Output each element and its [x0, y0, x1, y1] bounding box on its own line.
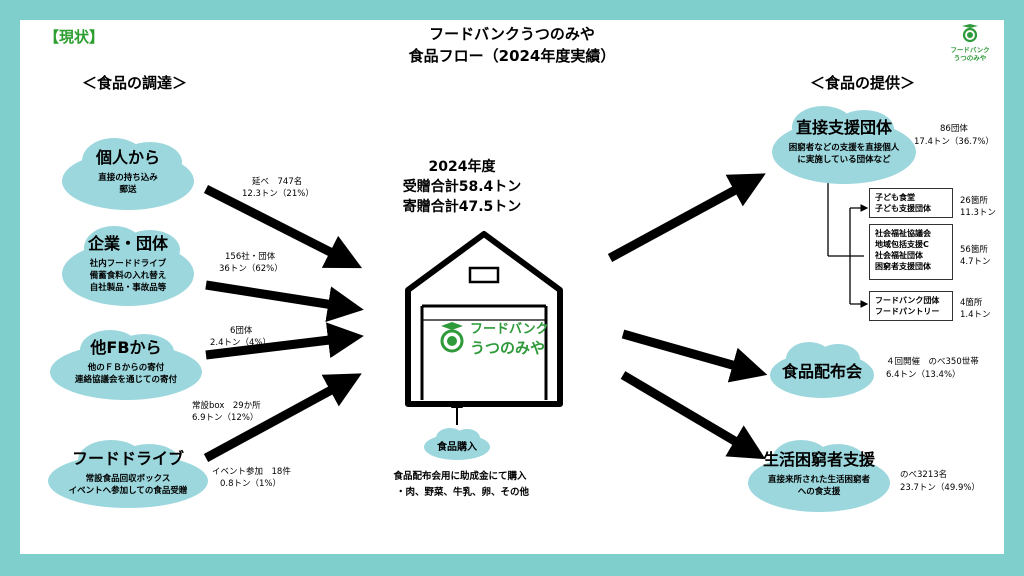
- source-title: 個人から: [95, 148, 160, 167]
- source-desc: 他のＦＢからの寄付: [87, 363, 165, 373]
- logo-text-2: うつのみや: [953, 54, 987, 62]
- sub-box-foodbank: フードバンク団体 フードパントリー: [869, 291, 953, 321]
- source-title: フードドライブ: [71, 449, 184, 468]
- sub-box-line: 社会福祉団体: [875, 251, 923, 260]
- support-tons: 23.7トン（49.9%）: [900, 483, 980, 493]
- cloud-support: 生活困窮者支援 直接来所された生活困窮者 への食支援: [748, 440, 890, 512]
- cloud-other-fb: 他FBから 他のＦＢからの寄付 連絡協議会を通じての寄付: [50, 330, 202, 400]
- direct-title: 直接支援団体: [795, 118, 892, 137]
- arrow-individual: [203, 184, 363, 269]
- sub-box-connectors: [827, 180, 869, 308]
- cloud-direct-support: 直接支援団体 困窮者などの支援を直接個人 に実施している団体など: [772, 106, 916, 184]
- arrow-support: [620, 371, 766, 460]
- sub-box-line: 地域包括支援C: [875, 240, 929, 249]
- source-desc: 備蓄食料の入れ替え: [89, 271, 167, 281]
- direct-count: 86団体: [940, 124, 968, 134]
- arrow-direct: [607, 173, 766, 262]
- sub-count: 4箇所: [960, 298, 983, 308]
- source-desc: イベントへ参加しての食品受贈: [68, 486, 188, 496]
- support-desc: 直接来所された生活困窮者: [767, 475, 870, 485]
- direct-desc: 困窮者などの支援を直接個人: [788, 143, 900, 153]
- sub-box-welfare: 社会福祉協議会 地域包括支援C 社会福祉団体 困窮者支援団体: [869, 224, 953, 280]
- source-desc: 常設食品回収ボックス: [85, 474, 171, 484]
- support-count: のべ3213名: [900, 470, 948, 480]
- source-title: 企業・団体: [87, 234, 168, 253]
- section-sourcing: ＜食品の調達＞: [82, 74, 188, 92]
- warehouse-logo: フードバンク うつのみや: [438, 322, 578, 362]
- page-title: フードバンクうつのみや: [429, 25, 595, 43]
- source-desc: 自社製品・事故品等: [89, 283, 167, 293]
- support-title: 生活困窮者支援: [762, 450, 875, 469]
- sub-tons: 1.4トン: [960, 310, 991, 320]
- direct-tons: 17.4トン（36.7%）: [914, 137, 994, 147]
- stat-event-tons: 0.8トン（1%）: [220, 479, 282, 489]
- sub-box-line: フードパントリー: [875, 307, 940, 316]
- source-arrows: [203, 173, 768, 462]
- page-subtitle: 食品フロー（2024年度実績）: [408, 47, 616, 65]
- warehouse-icon: [405, 231, 563, 407]
- sub-tons: 11.3トン: [960, 208, 996, 218]
- source-desc: 社内フードドライブ: [89, 259, 167, 269]
- stat-box-count: 常設box 29か所: [192, 401, 261, 411]
- sub-box-line: 子ども食堂: [875, 193, 915, 202]
- logo: フードバンク うつのみや: [948, 24, 992, 62]
- arrow-other-fb: [205, 322, 364, 360]
- warehouse-logo-text-1: フードバンク: [470, 322, 549, 337]
- cloud-purchase: 食品購入: [424, 428, 490, 460]
- diagram-canvas: 【現状】 フードバンクうつのみや 食品フロー（2024年度実績） フードバンク …: [20, 20, 1004, 554]
- logo-mark-icon: [440, 322, 464, 353]
- cloud-company: 企業・団体 社内フードドライブ 備蓄食料の入れ替え 自社製品・事故品等: [62, 226, 194, 306]
- sub-count: 56箇所: [960, 245, 988, 255]
- stat-box-tons: 6.9トン（12%）: [192, 413, 259, 423]
- sub-box-line: フードバンク団体: [875, 296, 940, 305]
- support-desc: への食支援: [797, 487, 841, 497]
- direct-desc: に実施している団体など: [797, 155, 891, 165]
- distribution-tons: 6.4トン（13.4%）: [886, 370, 961, 380]
- flow-arrows: [203, 173, 869, 462]
- purchase-note-1: 食品配布会用に助成金にて購入: [393, 471, 527, 482]
- cloud-food-drive: フードドライブ 常設食品回収ボックス イベントへ参加しての食品受贈: [48, 440, 208, 508]
- arrow-distribution: [621, 329, 768, 383]
- source-title: 他FBから: [90, 338, 162, 357]
- purchase-note-2: ・肉、野菜、牛乳、卵、その他: [396, 487, 530, 498]
- distribution-title: 食品配布会: [781, 362, 862, 381]
- center-donated: 寄贈合計47.5トン: [402, 199, 522, 215]
- stat-other-fb-tons: 2.4トン（4%）: [210, 338, 272, 348]
- sub-box-line: 社会福祉協議会: [875, 229, 931, 238]
- section-provision: ＜食品の提供＞: [810, 74, 916, 92]
- center-received: 受贈合計58.4トン: [402, 179, 522, 195]
- stat-event-count: イベント参加 18件: [212, 467, 291, 477]
- stat-individual-count: 延べ 747名: [252, 177, 303, 187]
- logo-text-1: フードバンク: [950, 46, 990, 54]
- sub-tons: 4.7トン: [960, 257, 991, 267]
- distribution-count: ４回開催 のべ350世帯: [886, 357, 979, 367]
- arrow-company: [205, 280, 364, 322]
- warehouse-logo-text-2: うつのみや: [470, 339, 546, 357]
- sub-box-line: 子ども支援団体: [875, 204, 931, 213]
- cloud-distribution: 食品配布会: [770, 342, 874, 398]
- logo-mark-icon: [962, 24, 978, 43]
- center-year: 2024年度: [428, 159, 496, 175]
- source-desc: 郵送: [119, 185, 137, 195]
- status-label: 【現状】: [44, 28, 105, 46]
- stat-other-fb-count: 6団体: [230, 326, 253, 336]
- cloud-individual: 個人から 直接の持ち込み 郵送: [62, 138, 194, 210]
- stat-company-count: 156社・団体: [225, 252, 276, 262]
- stat-individual-tons: 12.3トン（21%）: [242, 189, 314, 199]
- source-desc: 連絡協議会を通じての寄付: [74, 375, 177, 385]
- arrow-food-drive: [203, 373, 362, 462]
- stat-company-tons: 36トン（62%）: [219, 264, 283, 274]
- source-desc: 直接の持ち込み: [98, 173, 158, 183]
- sub-box-line: 困窮者支援団体: [875, 262, 931, 271]
- sub-box-children: 子ども食堂 子ども支援団体: [869, 188, 953, 218]
- purchase-label: 食品購入: [437, 442, 477, 453]
- sub-count: 26箇所: [960, 196, 988, 206]
